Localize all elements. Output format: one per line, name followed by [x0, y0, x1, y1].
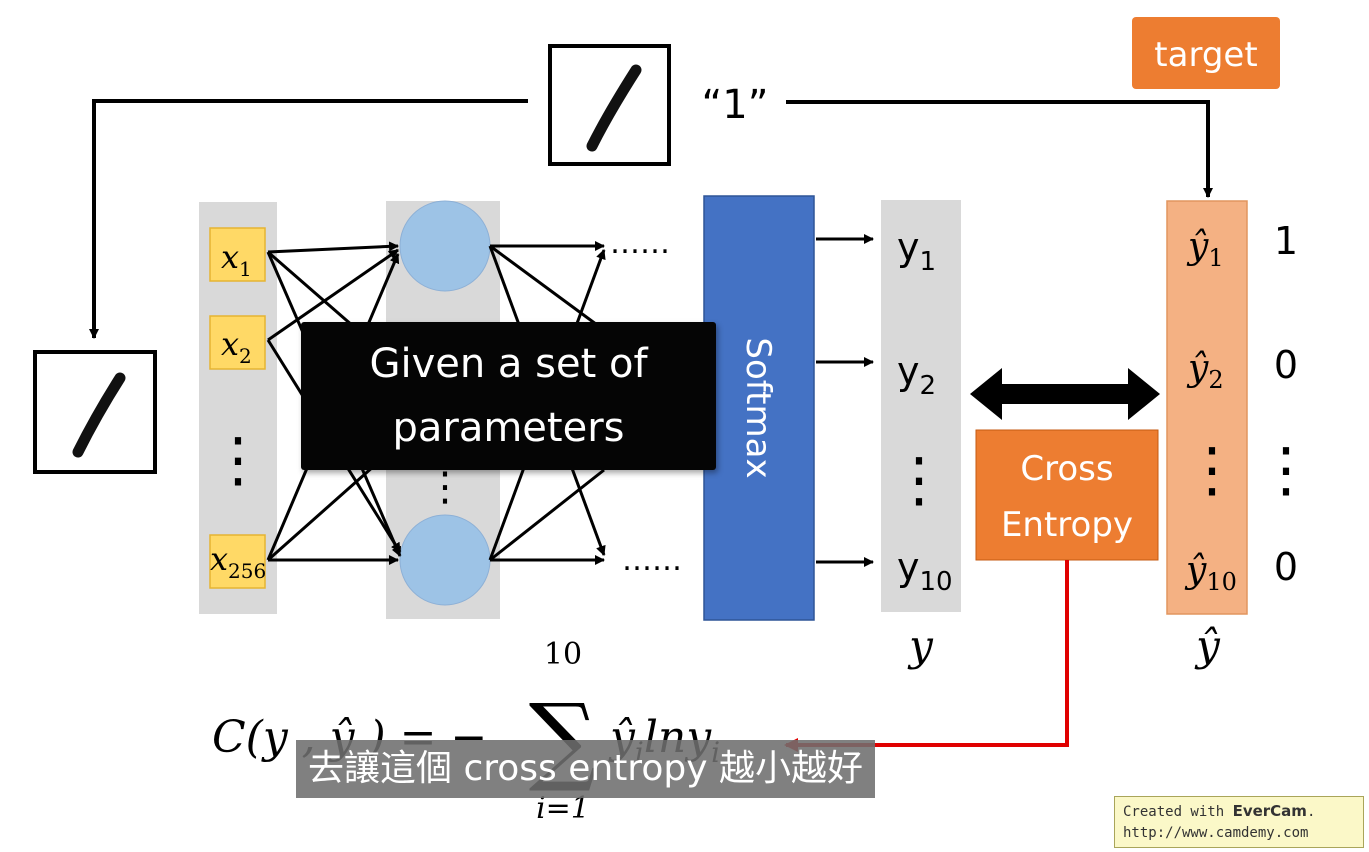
input-x256-sub: 256 [228, 559, 266, 583]
output-y1: y1 [897, 225, 936, 277]
input-vertical-ellipsis: ⋮ [208, 425, 268, 495]
input-x1-base: x [221, 238, 239, 276]
input-image-routing [89, 99, 528, 339]
output-vertical-ellipsis: ⋮ [889, 445, 949, 515]
target-yhat10: ŷ10 [1184, 550, 1237, 596]
digit-image-left [33, 350, 157, 474]
target-vector-label: ŷ [1194, 621, 1221, 670]
input-x2: x2 [209, 315, 266, 370]
label-routing [786, 100, 1213, 198]
caption-line1: Given a set of [369, 341, 648, 387]
target-vertical-ellipsis: ⋮ [1182, 435, 1242, 505]
target-label: target [1154, 35, 1257, 75]
compare-double-arrow [970, 368, 1160, 420]
target-value10: 0 [1274, 545, 1298, 589]
caption-line2: parameters [392, 405, 625, 451]
softmax-output-arrows [816, 234, 874, 567]
evercam-watermark: Created with EverCam. http://www.camdemy… [1114, 796, 1364, 848]
caption-overlay: Given a set of parameters [301, 322, 716, 470]
watermark-url: http://www.camdemy.com [1123, 825, 1309, 841]
input-x2-base: x [221, 325, 239, 363]
loss-arrow [784, 560, 1069, 752]
input-x2-sub: 2 [239, 344, 252, 368]
svg-text:x1: x1 [221, 238, 252, 281]
video-subtitle: 去讓這個 cross entropy 越小越好 [296, 740, 875, 798]
input-x1-sub: 1 [239, 257, 252, 281]
cross-entropy-line1: Cross [1020, 449, 1113, 489]
formula-sum-upper: 10 [544, 637, 582, 672]
value-vertical-ellipsis: ⋮ [1256, 435, 1316, 505]
input-x256-base: x [210, 540, 228, 578]
input-x256: x256 [209, 534, 266, 589]
watermark-brand: EverCam [1232, 802, 1307, 820]
target-value1: 1 [1274, 219, 1298, 263]
cross-entropy-block: Cross Entropy [975, 429, 1159, 561]
watermark-suffix: . [1306, 804, 1316, 820]
digit-label: “1” [702, 82, 769, 128]
output-column [881, 200, 961, 612]
softmax-label: Softmax [738, 337, 778, 478]
hidden-vertical-ellipsis: ⋮ [425, 464, 465, 510]
target-value2: 0 [1274, 343, 1298, 387]
digit-image-top [548, 44, 671, 166]
layer-ellipsis-bottom: …… [622, 543, 682, 578]
target-yhat2: ŷ2 [1186, 348, 1224, 394]
watermark-prefix: Created with [1123, 804, 1233, 820]
svg-text:x256: x256 [210, 540, 266, 583]
neuron-bottom [399, 514, 491, 606]
cross-entropy-line2: Entropy [1001, 505, 1133, 545]
layer-ellipsis-top: …… [610, 226, 670, 261]
input-x1: x1 [209, 227, 266, 282]
neuron-top [399, 200, 491, 292]
target-yhat1: ŷ1 [1186, 226, 1224, 272]
target-column [1166, 200, 1248, 615]
target-badge: target [1132, 17, 1280, 89]
output-y2: y2 [897, 349, 936, 401]
output-y10: y10 [897, 545, 953, 597]
output-vector-label: y [907, 621, 934, 670]
svg-text:x2: x2 [221, 325, 252, 368]
softmax-block: Softmax [703, 195, 815, 621]
